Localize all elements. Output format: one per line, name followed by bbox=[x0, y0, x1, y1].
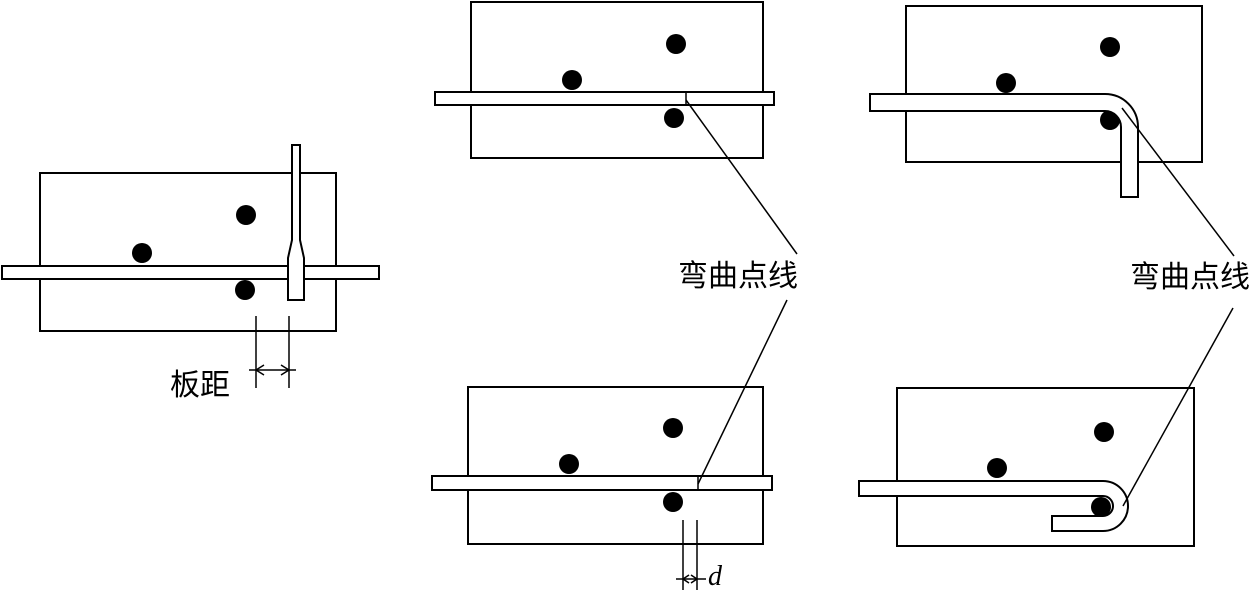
bar-diameter-label: d bbox=[708, 561, 723, 592]
diameter-arrow bbox=[690, 574, 698, 584]
bend-line-callout-middle: 弯曲点线 bbox=[678, 99, 798, 485]
rebar-bar bbox=[434, 91, 775, 106]
bend-line-label: 弯曲点线 bbox=[678, 259, 798, 294]
plate-spacing-label: 板距 bbox=[170, 368, 230, 403]
pin-dot bbox=[996, 73, 1016, 93]
panel-top-middle bbox=[434, 1, 775, 159]
leader-line bbox=[1122, 307, 1234, 507]
leader-line bbox=[685, 99, 798, 255]
bent-rebar-90 bbox=[869, 93, 1139, 198]
pin-dot bbox=[235, 280, 255, 300]
pin-dot bbox=[663, 492, 683, 512]
pin-dot bbox=[1091, 497, 1111, 517]
panel-bottom-middle: d bbox=[431, 386, 773, 592]
pin-dot bbox=[236, 205, 256, 225]
panel-bottom-right bbox=[858, 387, 1195, 547]
pin-dot bbox=[987, 458, 1007, 478]
spacing-arrow bbox=[280, 364, 290, 376]
bend-line-label: 弯曲点线 bbox=[1130, 260, 1250, 295]
spacing-arrow bbox=[255, 364, 265, 376]
pin-dot bbox=[666, 34, 686, 54]
workbench-frame bbox=[470, 1, 764, 159]
pin-dot bbox=[1100, 37, 1120, 57]
pin-dot bbox=[1094, 422, 1114, 442]
pin-dot bbox=[562, 70, 582, 90]
pin-dot bbox=[559, 454, 579, 474]
diameter-arrow bbox=[682, 574, 690, 584]
panel-top-right bbox=[869, 5, 1203, 198]
rebar-bar bbox=[1, 265, 380, 280]
workbench-frame bbox=[905, 5, 1203, 163]
pin-dot bbox=[664, 108, 684, 128]
pin-dot bbox=[132, 243, 152, 263]
rebar-bar bbox=[431, 475, 773, 491]
workbench-frame bbox=[467, 386, 764, 545]
leader-line bbox=[1121, 107, 1235, 257]
workbench-frame bbox=[896, 387, 1195, 547]
bending-wrench bbox=[287, 144, 305, 301]
panel-plate-spacing: 板距 bbox=[1, 144, 380, 403]
workbench-frame bbox=[39, 172, 337, 332]
pin-dot bbox=[663, 418, 683, 438]
bent-rebar-180 bbox=[858, 480, 1129, 532]
leader-line bbox=[697, 299, 788, 485]
bend-line-callout-right: 弯曲点线 bbox=[1121, 107, 1250, 507]
